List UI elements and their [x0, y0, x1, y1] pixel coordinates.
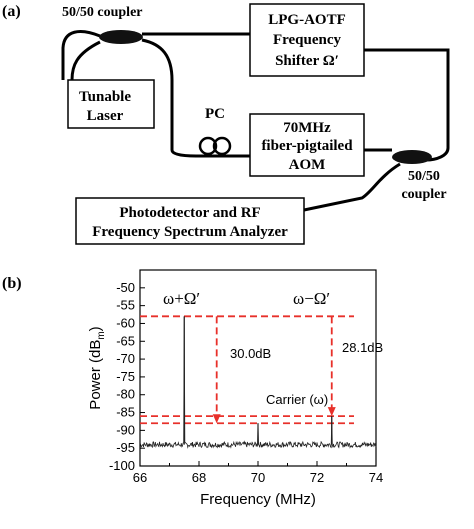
x-tick-label: 72: [310, 470, 324, 485]
lpg-aotf-box: [249, 3, 365, 77]
y-tick-label: -55: [116, 298, 135, 313]
top-coupler-label: 50/50 coupler: [62, 5, 143, 20]
y-tick-label: -70: [116, 351, 135, 366]
aom-box: [249, 113, 365, 177]
annotation-carrier: Carrier (ω): [266, 392, 328, 407]
fiber-coupler-left-arm: [70, 40, 101, 81]
reference-lines: [140, 315, 354, 425]
pc-label: PC: [205, 106, 225, 122]
y-axis-label-sub: m: [96, 331, 107, 339]
y-tick-label: -65: [116, 333, 135, 348]
gap-arrow-head: [327, 407, 336, 417]
lpg-line-3: Shifter Ω′: [275, 53, 339, 69]
y-axis-label-group: Power (dBm): [87, 326, 107, 409]
y-tick-label: -85: [116, 405, 135, 420]
y-tick-label: -75: [116, 369, 135, 384]
y-axis-label: Power (dBm): [87, 326, 107, 409]
right-coupler: [392, 150, 432, 164]
x-tick-label: 74: [369, 470, 383, 485]
right-coupler-label-1: 50/50: [408, 169, 440, 184]
aom-line-2: fiber-pigtailed: [261, 138, 353, 154]
tunable-laser-box: [67, 79, 155, 129]
right-coupler-label-2: coupler: [401, 187, 446, 202]
x-axis-label: Frequency (MHz): [200, 491, 316, 508]
annotation-peak-right: ω−Ω′: [293, 289, 330, 308]
axis-ticks: 66 68 70 72 74 -50 -55 -60 -65 -70 -75 -80 -85 -90 -95…: [109, 280, 383, 485]
y-axis-label-main: Power (dB: [87, 340, 104, 410]
y-tick-label: -80: [116, 387, 135, 402]
aom-line-3: AOM: [289, 157, 326, 173]
y-tick-label: -100: [109, 458, 135, 473]
laser-line-1: Tunable: [79, 89, 131, 105]
panel-a-label: (a): [2, 3, 21, 20]
polarization-controller-icon: [198, 136, 232, 156]
fiber-right-coupler-to-detector: [303, 162, 401, 212]
x-tick-label: 68: [192, 470, 206, 485]
x-tick-label: 66: [133, 470, 147, 485]
laser-line-2: Laser: [87, 108, 124, 124]
annotation-peak-left: ω+Ω′: [163, 289, 200, 308]
detector-line-2: Frequency Spectrum Analyzer: [92, 224, 288, 240]
y-tick-label: -90: [116, 422, 135, 437]
y-axis-label-close: ): [87, 326, 104, 331]
y-tick-label: -60: [116, 315, 135, 330]
lpg-line-2: Frequency: [273, 32, 342, 48]
y-tick-label: -95: [116, 440, 135, 455]
annotation-gap-right: 28.1dB: [342, 340, 383, 355]
aom-line-1: 70MHz: [283, 120, 331, 136]
gap-arrow-head: [212, 414, 221, 424]
annotation-gap-left: 30.0dB: [230, 346, 271, 361]
spectrum-trace-group: [139, 316, 377, 449]
fiber-lpg-to-right-coupler: [364, 48, 450, 162]
y-tick-label: -50: [116, 280, 135, 295]
fiber-laser-to-coupler: [61, 30, 101, 80]
top-coupler: [99, 30, 143, 44]
fiber-coupler-to-aom: [141, 38, 250, 158]
spectrum-chart: 66 68 70 72 74 -50 -55 -60 -65 -70 -75 -80 -85 -90 -95…: [87, 269, 383, 508]
detector-box: [75, 197, 305, 245]
x-tick-label: 70: [251, 470, 265, 485]
detector-line-1: Photodetector and RF: [119, 205, 260, 221]
panel-b-label: (b): [2, 275, 22, 292]
lpg-line-1: LPG-AOTF: [268, 12, 346, 28]
